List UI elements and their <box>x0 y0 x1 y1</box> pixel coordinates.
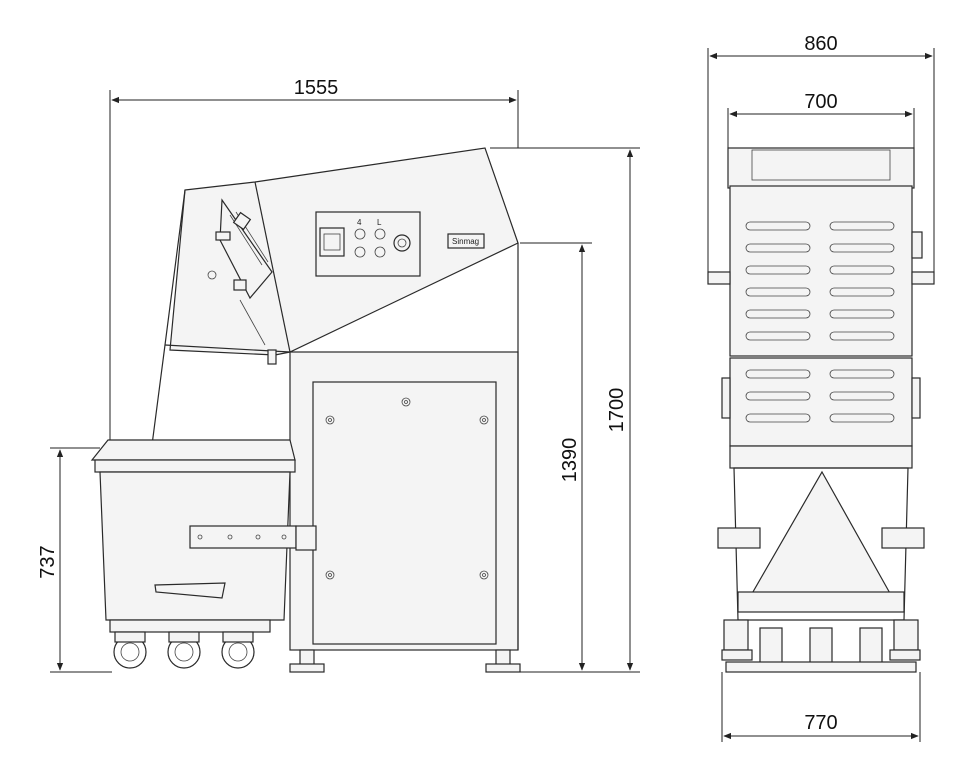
control-knob-icon <box>374 228 386 240</box>
front-bowl <box>717 445 925 673</box>
control-knob-icon <box>354 246 366 258</box>
side-view: 4 L Sinmag <box>37 77 640 673</box>
stop-button-icon <box>393 234 411 252</box>
machine-body <box>151 147 521 673</box>
dimension-label: 860 <box>804 33 837 55</box>
control-symbol-mode: L <box>377 218 382 227</box>
dimension-height-1700: 1700 <box>490 147 640 673</box>
brand-plate: Sinmag <box>447 233 485 249</box>
dimension-label: 1390 <box>559 438 581 483</box>
front-view: 860 700 770 <box>707 33 935 742</box>
dimension-label: 737 <box>37 545 59 578</box>
dimension-label: 1700 <box>606 388 628 433</box>
control-knob-icon <box>374 246 386 258</box>
control-panel: 4 L <box>315 211 421 277</box>
front-lower-head <box>721 357 921 447</box>
dimension-height-737: 737 <box>37 447 112 673</box>
vent-slots <box>745 221 895 341</box>
dimension-label: 700 <box>804 91 837 113</box>
caster-wheels <box>109 619 271 669</box>
dimension-label: 1555 <box>294 77 339 99</box>
head-lid <box>207 198 277 365</box>
control-symbol-speed: 4 <box>357 218 362 227</box>
control-knob-icon <box>354 228 366 240</box>
bowl-trolley <box>90 439 317 669</box>
dimension-width-700: 700 <box>727 91 915 148</box>
dimension-width-1555: 1555 <box>109 77 519 440</box>
front-head <box>707 147 935 357</box>
dimension-label: 770 <box>804 712 837 734</box>
dimension-width-860: 860 <box>707 33 935 272</box>
brand-label: Sinmag <box>452 237 479 246</box>
dimension-height-1390: 1390 <box>520 242 592 671</box>
dimension-width-770: 770 <box>721 672 921 742</box>
